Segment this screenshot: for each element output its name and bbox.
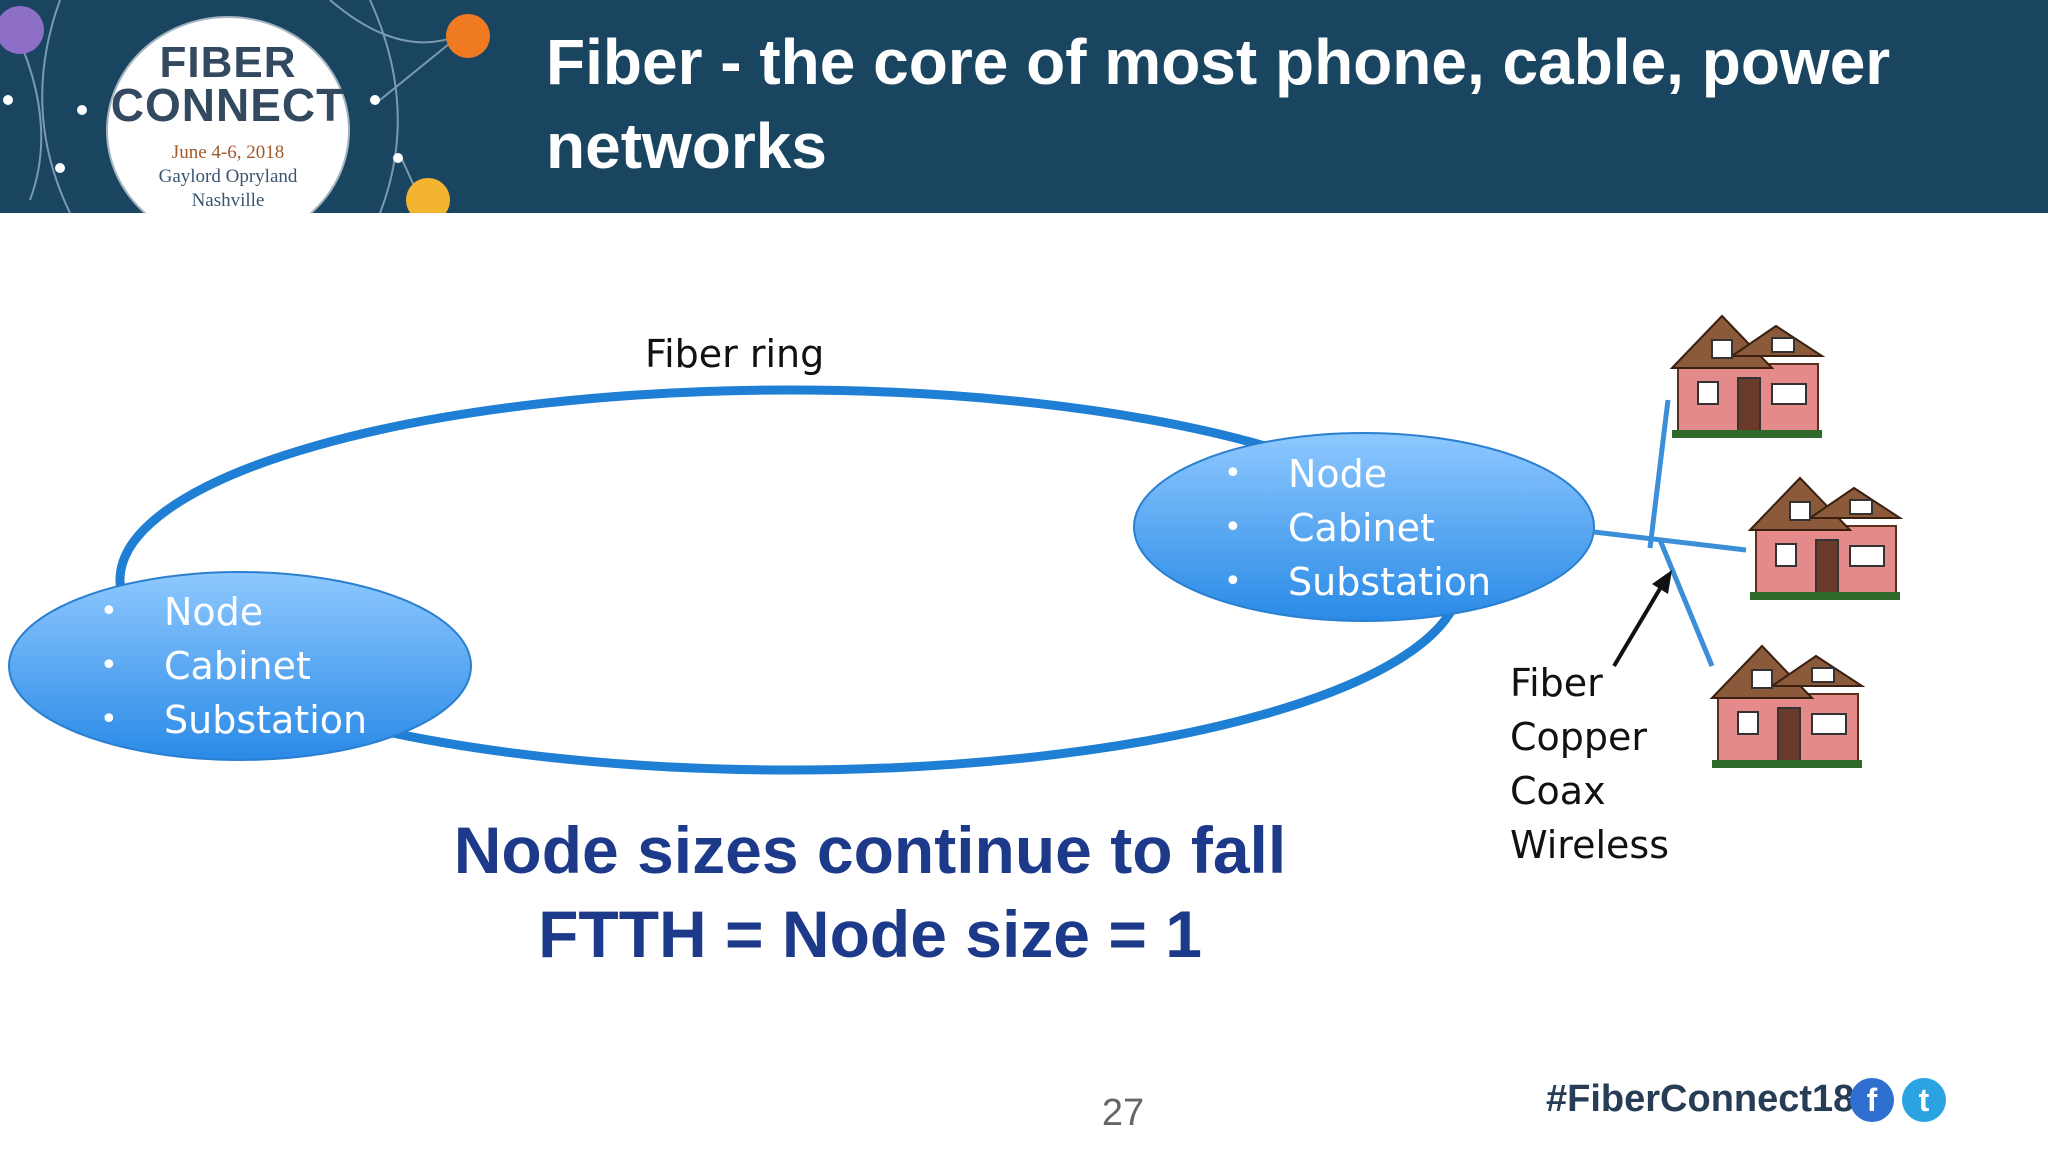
drop-line-top (1647, 399, 1671, 549)
logo-venue: Gaylord Opryland (158, 166, 298, 187)
tagline-line2: FTTH = Node size = 1 (538, 897, 1202, 971)
constellation-decoration (0, 0, 490, 213)
purple-orb (0, 6, 44, 54)
right-node-item: Cabinet (1224, 501, 1491, 555)
logo-city: Nashville (191, 190, 265, 211)
hashtag: #FiberConnect18 (1546, 1078, 1855, 1120)
left-node-item: Substation (100, 693, 367, 747)
left-node-list: Node Cabinet Substation (100, 585, 367, 747)
twitter-icon[interactable]: t (1902, 1078, 1946, 1122)
left-node-item: Cabinet (100, 639, 367, 693)
media-arrow (1612, 580, 1666, 668)
media-type-item: Coax (1510, 769, 1606, 813)
drop-line-bottom (1657, 539, 1715, 667)
media-type-item: Copper (1510, 715, 1648, 759)
right-node-item: Substation (1224, 555, 1491, 609)
right-node-list: Node Cabinet Substation (1224, 447, 1491, 609)
logo-date: June 4-6, 2018 (171, 142, 285, 163)
logo-line2: CONNECT (110, 79, 346, 131)
house-top (1669, 314, 1826, 438)
house-bottom (1709, 644, 1866, 768)
page-number: 27 (1101, 1092, 1145, 1134)
facebook-icon[interactable]: f (1850, 1078, 1894, 1122)
house-middle (1747, 476, 1904, 600)
media-type-item: Wireless (1510, 823, 1669, 867)
media-arrowhead (1652, 570, 1672, 594)
fiberconnect-logo: FIBER CONNECT June 4-6, 2018 Gaylord Opr… (108, 18, 348, 213)
header-banner: FIBER CONNECT June 4-6, 2018 Gaylord Opr… (0, 0, 2048, 213)
media-type-item: Fiber (1510, 661, 1603, 705)
right-node-item: Node (1224, 447, 1491, 501)
slide-title: Fiber - the core of most phone, cable, p… (546, 26, 1891, 182)
orange-orb (446, 14, 490, 58)
tagline-line1: Node sizes continue to fall (453, 813, 1287, 887)
media-types-list: Fiber Copper Coax Wireless (1510, 656, 1669, 872)
yellow-orb (406, 178, 450, 213)
left-node-item: Node (100, 585, 367, 639)
tagline: Node sizes continue to fall FTTH = Node … (380, 808, 1360, 976)
fiber-ring-label: Fiber ring (645, 332, 825, 376)
logo-line1: FIBER (159, 38, 297, 87)
drop-line-middle (1593, 529, 1747, 553)
